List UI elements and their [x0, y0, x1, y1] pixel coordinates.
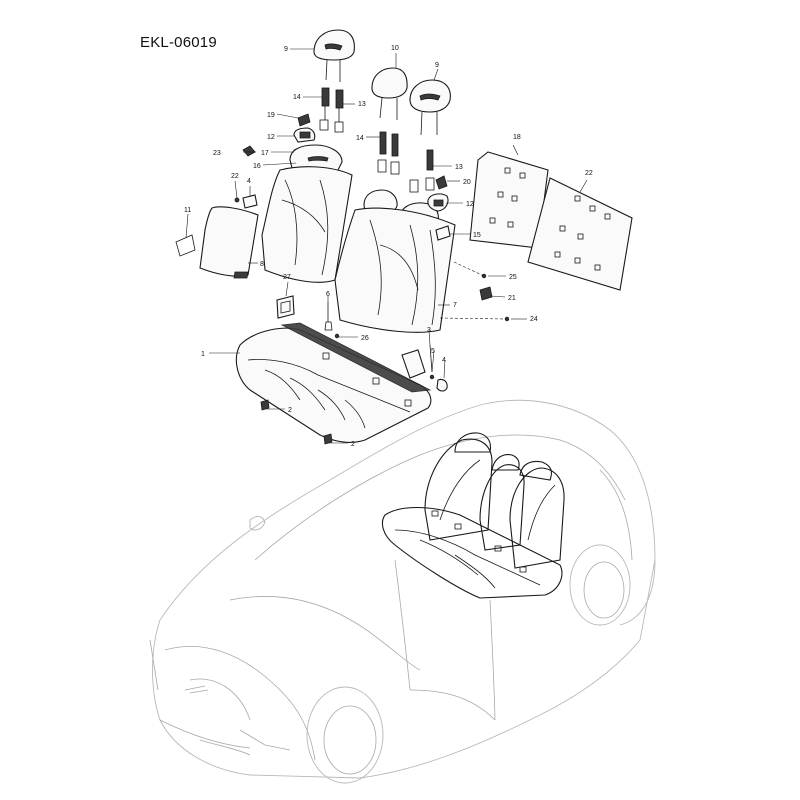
- callout-19-left: 19: [267, 112, 275, 119]
- callout-2-upper: 2: [288, 407, 292, 414]
- callout-12-left: 12: [267, 134, 275, 141]
- document-code: EKL-06019: [140, 34, 217, 51]
- strap-part-6: [324, 302, 340, 339]
- callout-5: 5: [431, 348, 435, 355]
- armrest-part-8: [199, 206, 259, 279]
- back-panel-part-18: [469, 151, 549, 249]
- headrest-guides-left: [319, 87, 344, 133]
- callout-13-left: 13: [358, 101, 366, 108]
- callout-14-left: 14: [293, 94, 301, 101]
- headrest-guides-right: [377, 131, 435, 193]
- callout-24: 24: [530, 316, 538, 323]
- bracket-part-11: [175, 234, 196, 257]
- callout-10: 10: [391, 45, 399, 52]
- hardware-right: [427, 175, 510, 322]
- callout-11: 11: [184, 207, 191, 214]
- backrest-left: [261, 144, 353, 283]
- callout-6: 6: [326, 291, 330, 298]
- callout-12-right: 12: [466, 201, 474, 208]
- callout-9-right: 9: [435, 62, 439, 69]
- callout-4-upper: 4: [247, 178, 251, 185]
- backrest-right: [334, 189, 456, 333]
- callout-9-left: 9: [284, 46, 288, 53]
- headrest-part-9-left: [313, 29, 355, 82]
- leader-lines: [185, 48, 588, 444]
- headrest-part-10-middle: [371, 67, 408, 120]
- callout-25: 25: [509, 274, 517, 281]
- callout-2-lower: 2: [351, 441, 355, 448]
- callout-4-lower: 4: [442, 357, 446, 364]
- latch-part-27: [276, 295, 295, 319]
- callout-27: 27: [283, 274, 291, 281]
- headrest-part-9-right: [409, 79, 451, 136]
- bracket-part-5: [401, 344, 448, 392]
- callout-18: 18: [513, 134, 521, 141]
- fasteners-part-2: [260, 399, 333, 445]
- installed-rear-seat: [381, 432, 565, 599]
- callout-13-right: 13: [455, 164, 463, 171]
- callout-17: 17: [261, 150, 269, 157]
- callout-16: 16: [253, 163, 261, 170]
- back-panel-part-21: [527, 177, 633, 291]
- callout-1: 1: [201, 351, 205, 358]
- callout-14-right: 14: [356, 135, 364, 142]
- car-silhouette: [149, 399, 656, 784]
- callout-23: 23: [213, 150, 221, 157]
- callout-8: 8: [260, 261, 264, 268]
- callout-26: 26: [361, 335, 369, 342]
- callout-15: 15: [473, 232, 481, 239]
- callout-22: 22: [231, 173, 239, 180]
- callout-20: 21: [508, 295, 516, 302]
- callout-19-right: 20: [463, 179, 471, 186]
- seat-cushion-part-1: [235, 322, 432, 444]
- small-parts-4-22: [234, 194, 258, 209]
- callout-7: 7: [453, 302, 457, 309]
- callout-labels: 9 10 9 14 13 19 12 14 23 17 16 13 20 12 …: [184, 45, 593, 448]
- callout-3: 3: [427, 327, 431, 334]
- callout-21: 22: [585, 170, 593, 177]
